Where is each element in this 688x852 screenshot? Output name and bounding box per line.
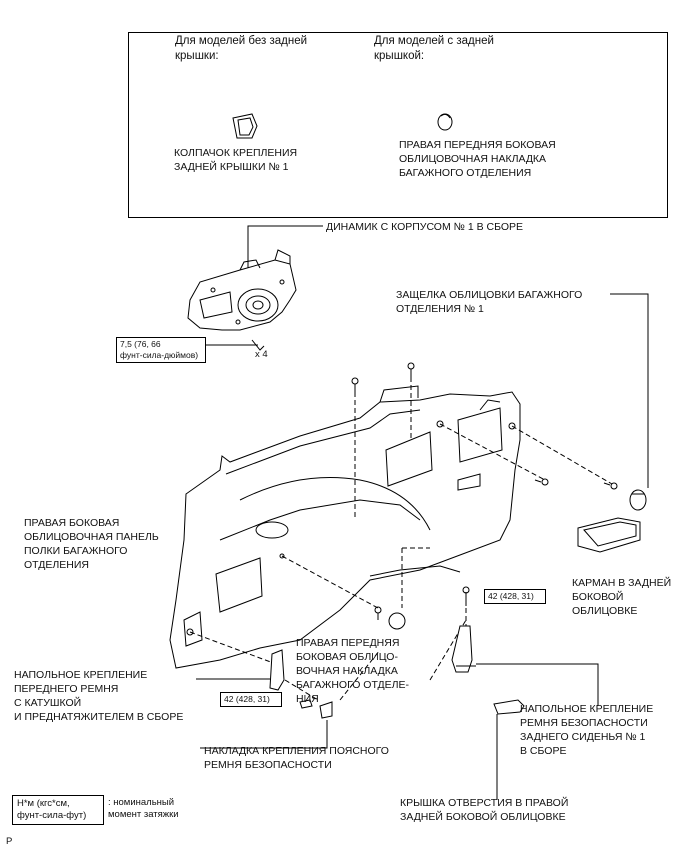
front-belt-anchor-icon xyxy=(269,649,313,709)
variant-no-tailgate-header: Для моделей без задней крышки: xyxy=(175,35,308,62)
rear-anchor-torque-spec: 42 (428, 31) xyxy=(484,589,546,604)
side-panel-label: ПРАВАЯ БОКОВАЯ ОБЛИЦОВОЧНАЯ ПАНЕЛЬ ПОЛКИ… xyxy=(24,517,159,571)
clip-icon-2 xyxy=(407,362,415,377)
tailgate-cap-label: КОЛПАЧОК КРЕПЛЕНИЯ ЗАДНЕЙ КРЫШКИ № 1 xyxy=(174,147,298,173)
tailgate-cap-icon xyxy=(232,113,258,139)
speaker-assembly-icon xyxy=(187,249,297,351)
right-front-trim-label-box: ПРАВАЯ ПЕРЕДНЯЯ БОКОВАЯ ОБЛИЦОВОЧНАЯ НАК… xyxy=(399,139,556,179)
model-variants-box xyxy=(128,32,668,218)
trim-latch-icon xyxy=(629,489,647,511)
clip-icon-5 xyxy=(374,606,382,620)
rear-belt-anchor-label: НАПОЛЬНОЕ КРЕПЛЕНИЕ РЕМНЯ БЕЗОПАСНОСТИ З… xyxy=(520,703,654,757)
variant-with-tailgate-header: Для моделей с задней крышкой: xyxy=(374,35,494,62)
hole-cover-icon xyxy=(493,699,525,715)
rear-pocket-label: КАРМАН В ЗАДНЕЙ БОКОВОЙ ОБЛИЦОВКЕ xyxy=(572,577,672,617)
side-trim-panel-icon xyxy=(169,385,521,669)
rear-belt-anchor-icon xyxy=(451,586,476,673)
front-anchor-torque-spec: 42 (428, 31) xyxy=(220,692,282,707)
lap-belt-cover-icon xyxy=(319,701,333,719)
trim-latch-label: ЗАЩЕЛКА ОБЛИЦОВКИ БАГАЖНОГО ОТДЕЛЕНИЯ № … xyxy=(396,289,583,315)
lap-belt-cover-label: НАКЛАДКА КРЕПЛЕНИЯ ПОЯСНОГО РЕМНЯ БЕЗОПА… xyxy=(204,745,389,771)
quantity-label: x 4 xyxy=(255,349,268,360)
clip-icon-1 xyxy=(351,377,359,392)
front-trim-cover-icon xyxy=(388,612,406,630)
clip-icon-4 xyxy=(603,482,618,490)
speaker-torque-spec: 7,5 (76, 66 фунт-сила-дюймов) xyxy=(116,337,206,363)
front-belt-anchor-label: НАПОЛЬНОЕ КРЕПЛЕНИЕ ПЕРЕДНЕГО РЕМНЯ С КА… xyxy=(14,669,184,723)
figure-code: P xyxy=(6,836,13,847)
trim-clip-icon xyxy=(437,113,453,131)
legend-description: : номинальный момент затяжки xyxy=(108,797,179,820)
clip-icon-3 xyxy=(534,478,549,486)
legend-torque-box: Н*м (кгс*см, фунт-сила-фут) xyxy=(12,795,104,825)
rear-pocket-icon xyxy=(577,517,641,553)
speaker-assembly-label: ДИНАМИК С КОРПУСОМ № 1 В СБОРЕ xyxy=(326,221,524,233)
front-trim-cover-label: ПРАВАЯ ПЕРЕДНЯЯ БОКОВАЯ ОБЛИЦО- ВОЧНАЯ Н… xyxy=(296,637,410,705)
hole-cover-label: КРЫШКА ОТВЕРСТИЯ В ПРАВОЙ ЗАДНЕЙ БОКОВОЙ… xyxy=(400,797,569,823)
